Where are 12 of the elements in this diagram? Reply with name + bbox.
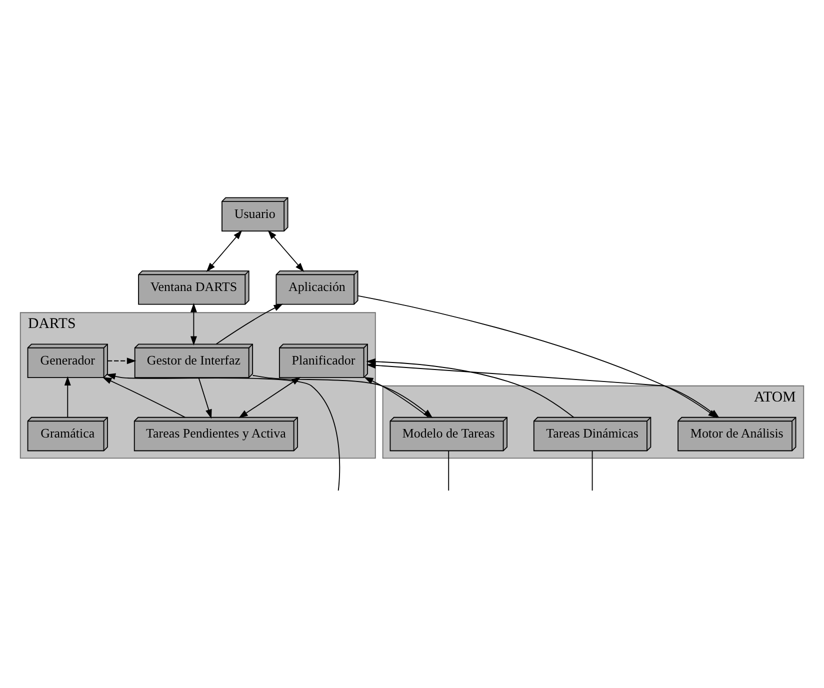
arrow <box>364 376 430 418</box>
arrow <box>206 230 242 272</box>
arrow <box>268 230 304 272</box>
connector <box>592 450 593 491</box>
arrow <box>102 372 186 418</box>
arrow <box>216 303 284 344</box>
arrow <box>198 376 212 418</box>
arrow <box>190 302 197 346</box>
arrow <box>107 357 136 364</box>
connector <box>448 450 450 491</box>
arrow <box>106 372 340 491</box>
arrow <box>64 376 71 418</box>
